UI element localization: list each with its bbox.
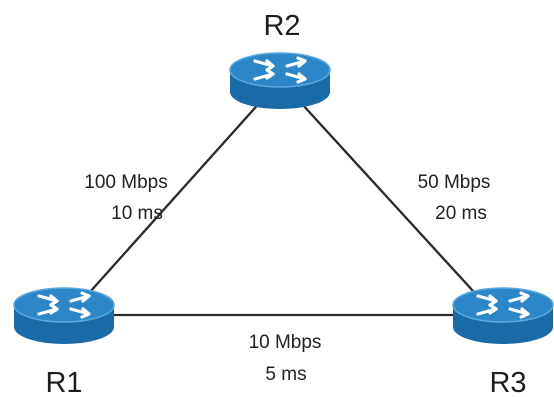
link-r2-r3 bbox=[279, 79, 496, 316]
router-r1[interactable] bbox=[12, 286, 116, 346]
link-label-r1-r2: 100 Mbps 10 ms bbox=[84, 172, 167, 224]
link-delay-r2-r3: 20 ms bbox=[435, 203, 487, 224]
router-label-r1: R1 bbox=[45, 367, 82, 397]
router-r3[interactable] bbox=[451, 286, 554, 346]
link-delay-r1-r3: 5 ms bbox=[265, 364, 306, 385]
router-label-r3: R3 bbox=[489, 367, 526, 397]
router-icon bbox=[12, 286, 116, 346]
link-delay-r1-r2: 10 ms bbox=[111, 203, 163, 224]
link-r1-r2 bbox=[71, 79, 281, 313]
router-icon bbox=[451, 286, 554, 346]
link-label-r1-r3: 10 Mbps 5 ms bbox=[249, 332, 322, 385]
link-bandwidth-r1-r2: 100 Mbps bbox=[84, 172, 167, 193]
router-r2[interactable] bbox=[228, 51, 332, 111]
link-bandwidth-r1-r3: 10 Mbps bbox=[249, 332, 322, 353]
link-bandwidth-r2-r3: 50 Mbps bbox=[418, 172, 491, 193]
link-label-r2-r3: 50 Mbps 20 ms bbox=[418, 172, 491, 224]
router-icon bbox=[228, 51, 332, 111]
router-label-r2: R2 bbox=[263, 10, 300, 42]
